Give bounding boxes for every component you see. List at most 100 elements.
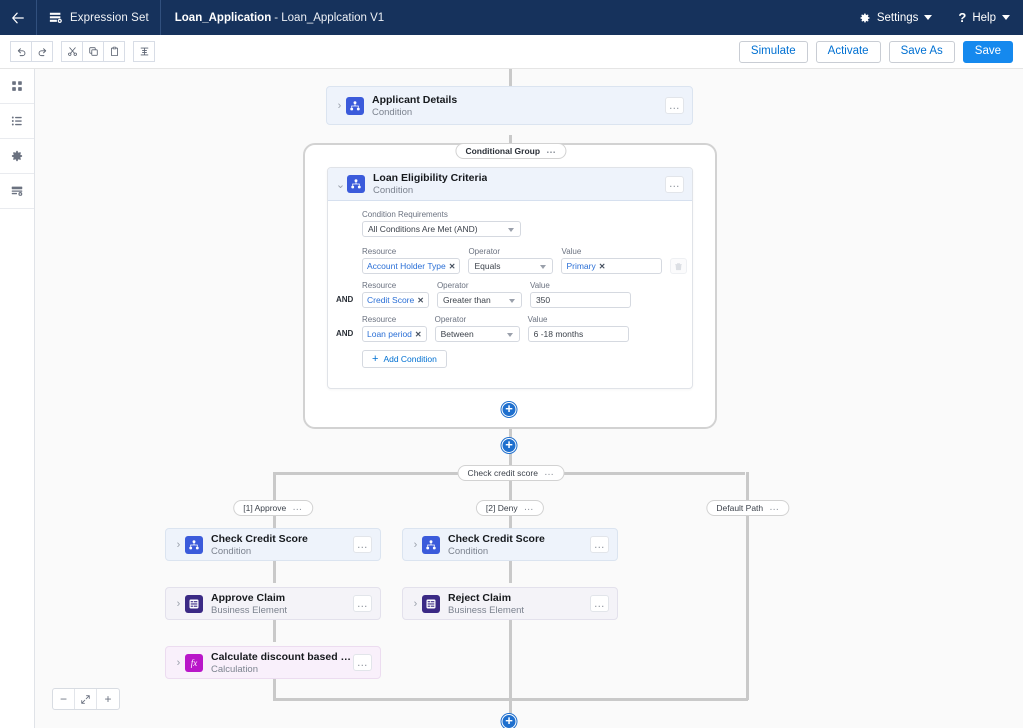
zoom-in-button[interactable]: +	[104, 692, 112, 706]
value-input[interactable]: Primary ✕	[561, 258, 663, 274]
delete-condition-button[interactable]	[670, 258, 688, 274]
value-token[interactable]: Primary ✕	[566, 261, 605, 271]
settings-menu[interactable]: Settings	[846, 0, 946, 35]
panel-header[interactable]: ⌄ Loan Eligibility Criteria Condition …	[328, 168, 692, 201]
value-text: 350	[535, 295, 551, 305]
branch-label: Default Path	[716, 503, 764, 513]
help-label: Help	[972, 11, 996, 24]
operator-select[interactable]: Between	[434, 326, 520, 342]
rail-item-list[interactable]	[0, 104, 34, 139]
add-node-button-after-group[interactable]: +	[501, 438, 517, 453]
save-as-button[interactable]: Save As	[888, 40, 955, 63]
branch-pill-approve[interactable]: [1] Approve …	[233, 500, 313, 516]
condition-icon	[347, 175, 365, 193]
zoom-out-button[interactable]: −	[53, 689, 75, 709]
chevron-down-icon	[924, 15, 933, 20]
node-menu-button[interactable]: …	[353, 536, 372, 553]
node-menu-button[interactable]: …	[590, 536, 609, 553]
node-reject-claim[interactable]: › Reject Claim Business Element …	[402, 587, 618, 620]
remove-token-icon[interactable]: ✕	[417, 295, 424, 305]
node-title: Reject Claim	[448, 591, 512, 604]
expand-chevron-icon[interactable]: ›	[413, 597, 418, 610]
activate-button[interactable]: Activate	[815, 40, 881, 63]
add-condition-button[interactable]: + Add Condition	[362, 350, 447, 368]
decision-pill[interactable]: Check credit score …	[457, 465, 565, 481]
resource-input[interactable]: Loan period ✕	[362, 326, 427, 342]
node-menu-button[interactable]: …	[353, 595, 372, 612]
redo-button[interactable]	[31, 41, 53, 62]
branch-pill-deny[interactable]: [2] Deny …	[475, 500, 545, 516]
app-header: Expression Set Loan_Application - Loan_A…	[0, 0, 1023, 35]
resource-token[interactable]: Credit Score ✕	[367, 295, 424, 305]
value-label: Value	[529, 281, 550, 290]
expand-chevron-icon[interactable]: ›	[176, 538, 181, 551]
settings-label: Settings	[876, 11, 919, 24]
add-node-button-inside-group[interactable]: +	[501, 402, 517, 417]
fit-screen-button[interactable]	[75, 689, 97, 709]
node-menu-button[interactable]: …	[353, 654, 372, 671]
node-applicant-details[interactable]: › Applicant Details Condition …	[326, 86, 693, 125]
save-button[interactable]: Save	[962, 40, 1013, 63]
align-button[interactable]	[133, 41, 155, 62]
undo-button[interactable]	[10, 41, 32, 62]
node-menu-button[interactable]: …	[590, 595, 609, 612]
panel-icon	[11, 186, 23, 196]
condition-icon	[346, 96, 364, 115]
expand-chevron-icon[interactable]: ›	[413, 538, 418, 551]
node-approve-claim[interactable]: › Approve Claim Business Element …	[165, 587, 381, 620]
question-icon: ?	[958, 10, 967, 25]
expand-chevron-icon[interactable]: ›	[176, 656, 181, 669]
resource-token-label: Account Holder Type	[367, 261, 446, 271]
remove-token-icon[interactable]: ✕	[414, 329, 422, 339]
resource-token[interactable]: Loan period ✕	[367, 329, 422, 339]
fit-screen-icon	[81, 694, 90, 704]
node-subtitle: Condition	[211, 545, 252, 557]
remove-token-icon[interactable]: ✕	[448, 261, 456, 271]
add-node-button-bottom[interactable]: +	[501, 714, 517, 728]
node-subtitle: Business Element	[211, 604, 288, 616]
panel-loan-eligibility[interactable]: ⌄ Loan Eligibility Criteria Condition …	[327, 167, 693, 389]
expression-set-link[interactable]: Expression Set	[37, 0, 160, 35]
flow-canvas[interactable]: › Applicant Details Condition … Conditio…	[35, 69, 1023, 728]
rail-item-panel[interactable]	[0, 174, 34, 209]
node-check-credit-score-right[interactable]: › Check Credit Score Condition …	[402, 528, 618, 561]
node-title: Calculate discount based on customer...	[211, 650, 353, 663]
operator-select[interactable]: Greater than	[436, 292, 522, 308]
operator-group: Operator Equals	[468, 247, 554, 274]
simulate-button[interactable]: Simulate	[738, 40, 808, 63]
connector-mid-2	[509, 557, 512, 583]
value-group: Value 350	[529, 281, 631, 308]
zoom-controls: − +	[52, 688, 120, 710]
node-text: Reject Claim Business Element	[448, 592, 524, 616]
gear-icon	[860, 13, 870, 22]
list-icon	[11, 116, 22, 126]
panel-menu-button[interactable]: …	[665, 175, 684, 193]
operator-select[interactable]: Equals	[468, 258, 554, 274]
branch-pill-default[interactable]: Default Path …	[706, 500, 790, 516]
conditional-group-pill[interactable]: Conditional Group …	[455, 143, 567, 159]
node-check-credit-score-left[interactable]: › Check Credit Score Condition …	[165, 528, 381, 561]
value-group: Value 6 -18 months	[527, 315, 629, 342]
node-menu-button[interactable]: …	[665, 97, 684, 114]
back-button[interactable]	[0, 0, 36, 35]
and-label: AND	[336, 295, 354, 304]
copy-button[interactable]	[82, 41, 104, 62]
cut-button[interactable]	[61, 41, 83, 62]
rail-item-elements[interactable]	[0, 69, 34, 104]
expand-chevron-icon[interactable]: ›	[176, 597, 181, 610]
resource-input[interactable]: Credit Score ✕	[362, 292, 429, 308]
node-calculate-discount[interactable]: › fx Calculate discount based on custome…	[165, 646, 381, 679]
node-subtitle: Condition	[448, 545, 489, 557]
condition-requirements-select[interactable]: All Conditions Are Met (AND)	[362, 221, 521, 237]
expand-chevron-icon[interactable]: ›	[337, 99, 342, 112]
paste-button[interactable]	[103, 41, 125, 62]
resource-input[interactable]: Account Holder Type ✕	[362, 258, 461, 274]
collapse-chevron-icon[interactable]: ⌄	[335, 178, 346, 191]
value-input[interactable]: 6 -18 months	[527, 326, 629, 342]
help-menu[interactable]: ? Help	[945, 0, 1023, 35]
value-text: 6 -18 months	[533, 329, 584, 339]
value-input[interactable]: 350	[529, 292, 631, 308]
remove-value-token-icon[interactable]: ✕	[598, 261, 606, 271]
resource-token[interactable]: Account Holder Type ✕	[367, 261, 455, 271]
rail-item-settings[interactable]	[0, 139, 34, 174]
